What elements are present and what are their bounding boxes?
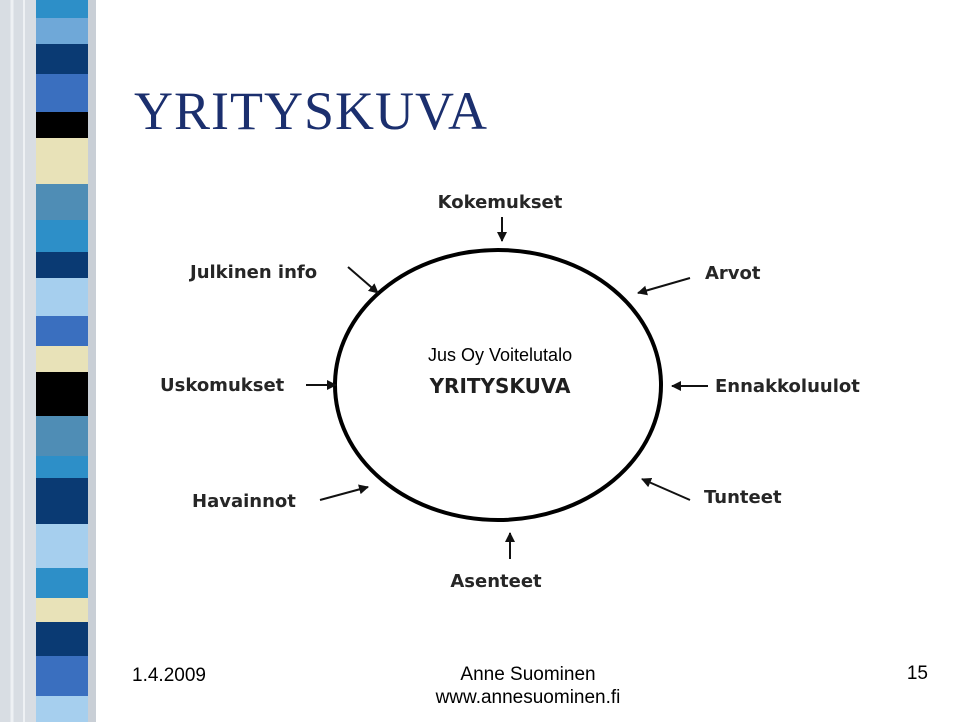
image-factors-diagram: YRITYSKUVA Kokemukset Julkinen info Arvo…	[160, 192, 860, 592]
factor-label-kokemukset: Kokemukset	[438, 192, 563, 213]
factor-label-asenteet: Asenteet	[450, 571, 542, 592]
factor-label-uskomukset: Uskomukset	[160, 375, 285, 396]
arrow-havainnot	[319, 484, 369, 501]
decorative-color-strip	[0, 0, 96, 722]
center-label: YRITYSKUVA	[429, 374, 571, 398]
footer-author-block: Anne Suominen www.annesuominen.fi	[400, 663, 656, 709]
footer-author-name: Anne Suominen	[460, 664, 596, 685]
arrow-julkinen-info	[347, 266, 379, 294]
factor-label-havainnot: Havainnot	[192, 491, 296, 512]
page-number: 15	[906, 663, 928, 684]
arrow-tunteet	[641, 478, 691, 501]
company-label: Jus Oy Voitelutalo	[428, 345, 573, 365]
footer-website: www.annesuominen.fi	[435, 687, 621, 708]
factor-label-tunteet: Tunteet	[704, 487, 782, 508]
factor-label-julkinen-info: Julkinen info	[188, 262, 317, 283]
factor-label-ennakkoluulot: Ennakkoluulot	[715, 376, 860, 397]
factor-label-arvot: Arvot	[705, 263, 761, 284]
slide-title: YRITYSKUVA	[134, 81, 489, 141]
arrow-arvot	[637, 277, 691, 296]
footer-date: 1.4.2009	[132, 665, 206, 686]
